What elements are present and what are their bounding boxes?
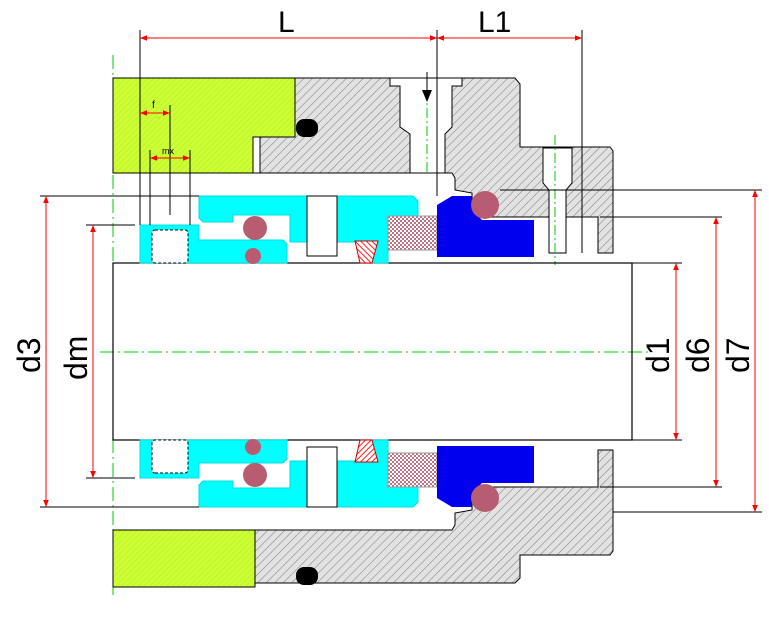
label-f: f [152, 100, 155, 111]
extension-lines [40, 30, 762, 513]
stationary-seat [437, 196, 534, 257]
spring [354, 240, 379, 264]
seal-assembly-top [139, 191, 534, 264]
set-screw [151, 229, 189, 264]
o-ring-black [296, 119, 318, 137]
flow-arrow-icon [422, 90, 432, 102]
label-L1: L1 [478, 6, 511, 39]
bolt-hole [389, 77, 463, 174]
label-d1: d1 [640, 337, 676, 373]
o-ring [471, 191, 499, 219]
label-d6: d6 [680, 337, 716, 373]
label-d7: d7 [720, 337, 756, 373]
carbon-face [387, 215, 438, 251]
seal-assembly-bottom [139, 438, 535, 513]
bottom-housing [112, 449, 614, 588]
dimension-lines [43, 35, 758, 512]
stationary-housing-bottom [112, 529, 256, 588]
drain-hole [542, 147, 573, 254]
gland-bottom [254, 449, 614, 584]
o-ring [243, 216, 267, 240]
label-mx: mx [162, 146, 174, 156]
label-dm: dm [58, 336, 94, 380]
label-L: L [278, 6, 295, 39]
o-ring [245, 248, 261, 264]
label-d3: d3 [11, 337, 47, 373]
set-screw-slot [306, 195, 338, 257]
